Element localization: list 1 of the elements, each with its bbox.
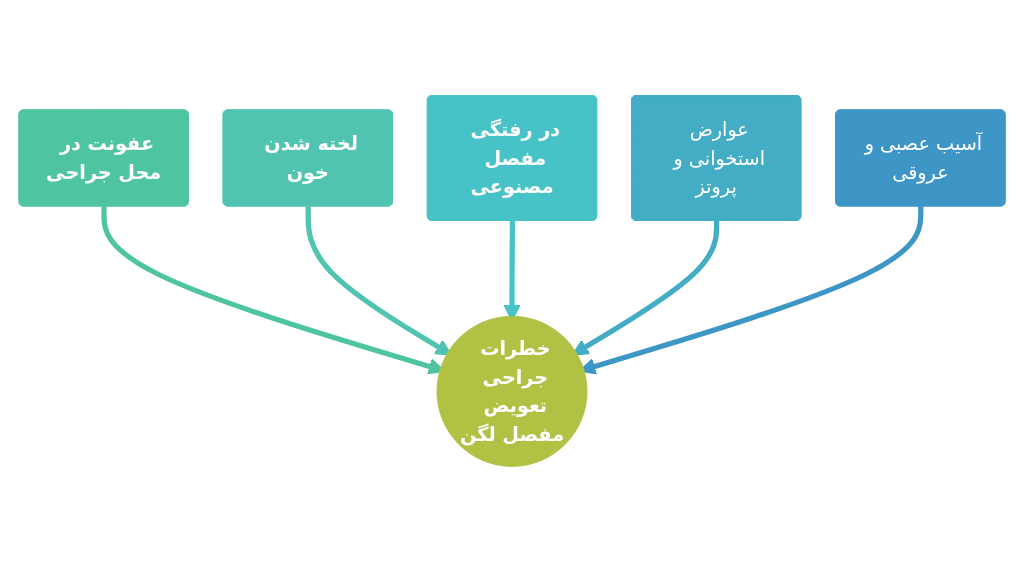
node-circle: خطرات جراحی تعویض مفصل لگن xyxy=(436,315,588,467)
